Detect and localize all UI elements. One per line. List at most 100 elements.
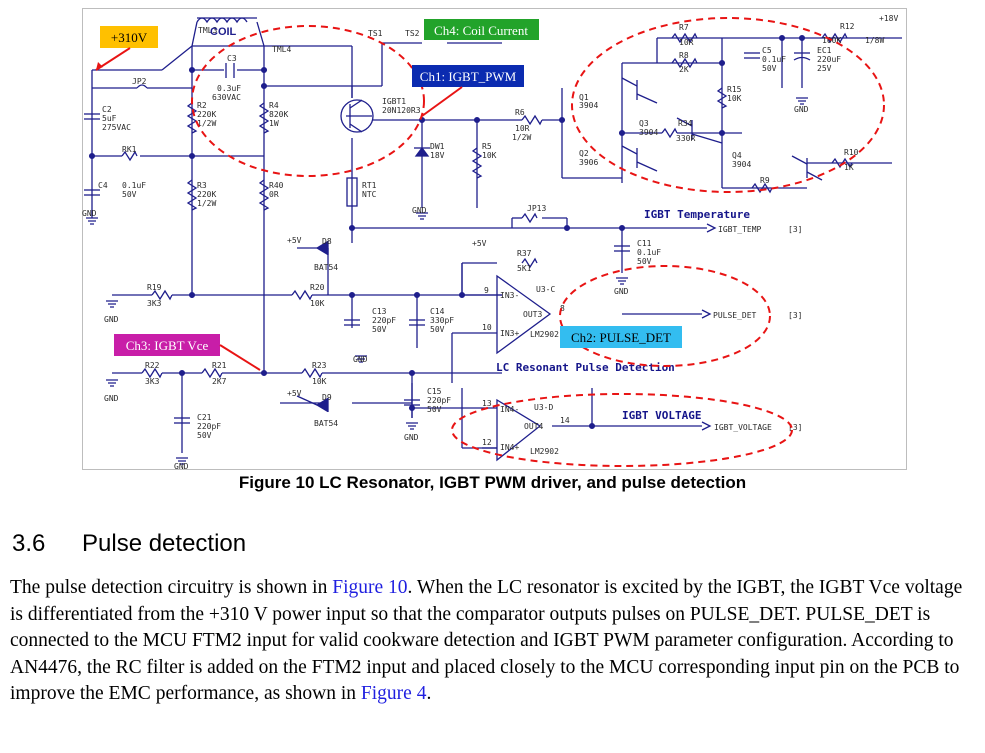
net-igbt-voltage: IGBT_VOLTAGE	[714, 423, 772, 432]
svg-text:GND: GND	[353, 355, 368, 364]
page-ref-igbt-temp: [3]	[788, 225, 802, 234]
svg-text:220pF: 220pF	[372, 316, 396, 325]
capacitors	[84, 52, 811, 424]
arrow-pulse-det	[701, 309, 712, 319]
svg-text:220uF: 220uF	[817, 55, 841, 64]
comparator-u3c	[496, 274, 552, 355]
svg-text:Q4: Q4	[732, 151, 742, 160]
svg-text:U3-D: U3-D	[534, 403, 553, 412]
svg-text:0.3uF: 0.3uF	[217, 84, 241, 93]
svg-text:R10: R10	[844, 148, 859, 157]
svg-text:10K: 10K	[312, 377, 327, 386]
svg-text:20N120R3: 20N120R3	[382, 106, 421, 115]
svg-text:820K: 820K	[269, 110, 288, 119]
svg-text:JP13: JP13	[527, 204, 546, 213]
svg-text:50V: 50V	[762, 64, 777, 73]
transistors	[621, 77, 823, 181]
svg-text:RT1: RT1	[362, 181, 377, 190]
callout-ch2: Ch2: PULSE_DET	[560, 326, 682, 348]
svg-text:GND: GND	[174, 462, 189, 470]
svg-text:14: 14	[560, 416, 570, 425]
svg-text:TML4: TML4	[272, 45, 291, 54]
svg-text:220K: 220K	[197, 110, 216, 119]
arrow-igbt-temp	[706, 223, 717, 233]
svg-text:10R: 10R	[679, 38, 694, 47]
svg-text:IN3+: IN3+	[500, 329, 519, 338]
resistors	[121, 32, 853, 379]
svg-text:1/2W: 1/2W	[197, 199, 216, 208]
svg-text:220K: 220K	[197, 190, 216, 199]
callout-ch3-arrow	[219, 344, 261, 371]
diode-d9-symbol	[315, 397, 328, 413]
svg-text:TML3: TML3	[198, 26, 217, 35]
net-pulse-det: PULSE_DET	[713, 311, 757, 320]
svg-text:50V: 50V	[372, 325, 387, 334]
svg-text:C5: C5	[762, 46, 772, 55]
title-lc-resonant-pulse: LC Resonant Pulse Detection	[496, 361, 675, 374]
svg-text:Ch1: IGBT_PWM: Ch1: IGBT_PWM	[420, 69, 517, 84]
svg-text:2K: 2K	[679, 65, 689, 74]
svg-text:0.1uF: 0.1uF	[122, 181, 146, 190]
ground-symbols	[86, 97, 808, 465]
svg-text:R4: R4	[269, 101, 279, 110]
svg-text:+5V: +5V	[287, 236, 302, 245]
svg-text:C2: C2	[102, 105, 112, 114]
junctions	[88, 34, 806, 430]
svg-text:GND: GND	[614, 287, 629, 296]
svg-text:3906: 3906	[579, 158, 598, 167]
svg-text:C21: C21	[197, 413, 212, 422]
svg-text:TS2: TS2	[405, 29, 420, 38]
figure-10-link[interactable]: Figure 10	[332, 577, 408, 598]
figure-4-link[interactable]: Figure 4	[360, 683, 427, 704]
section-number: 3.6	[12, 530, 46, 557]
svg-text:R23: R23	[312, 361, 327, 370]
svg-text:1K: 1K	[844, 163, 854, 172]
svg-text:R34: R34	[678, 119, 693, 128]
svg-text:3K3: 3K3	[147, 299, 162, 308]
svg-text:220pF: 220pF	[197, 422, 221, 431]
svg-text:10K: 10K	[482, 151, 497, 160]
svg-text:NTC: NTC	[362, 190, 377, 199]
ntc-symbol	[346, 177, 358, 207]
callout-ch3: Ch3: IGBT Vce	[114, 334, 220, 356]
svg-text:3904: 3904	[732, 160, 751, 169]
svg-text:330pF: 330pF	[430, 316, 454, 325]
igbt-symbol	[340, 99, 374, 133]
svg-text:GND: GND	[82, 209, 97, 218]
page-ref-igbt-voltage: [3]	[788, 423, 802, 432]
svg-text:10K: 10K	[310, 299, 325, 308]
svg-text:R37: R37	[517, 249, 532, 258]
svg-text:IGBT1: IGBT1	[382, 97, 406, 106]
svg-text:3904: 3904	[579, 101, 598, 110]
svg-text:GND: GND	[104, 315, 119, 324]
svg-text:1/8W: 1/8W	[865, 36, 884, 45]
svg-text:R3: R3	[197, 181, 207, 190]
coil-label: COIL	[210, 26, 237, 38]
svg-text:U3-C: U3-C	[536, 285, 555, 294]
svg-text:13: 13	[482, 399, 492, 408]
title-igbt-voltage: IGBT VOLTAGE	[622, 409, 701, 422]
svg-text:50V: 50V	[430, 325, 445, 334]
callout-ch1-arrow	[421, 86, 463, 117]
svg-text:Ch3: IGBT Vce: Ch3: IGBT Vce	[126, 338, 209, 353]
svg-text:8: 8	[560, 304, 565, 313]
svg-text:0.1uF: 0.1uF	[762, 55, 786, 64]
svg-text:R7: R7	[679, 23, 689, 32]
svg-text:TS1: TS1	[368, 29, 383, 38]
callout-v310: +310V	[100, 26, 158, 48]
svg-text:5uF: 5uF	[102, 114, 117, 123]
svg-text:C15: C15	[427, 387, 442, 396]
svg-text:C11: C11	[637, 239, 652, 248]
svg-text:GND: GND	[104, 394, 119, 403]
svg-text:GND: GND	[794, 105, 809, 114]
svg-text:Q2: Q2	[579, 149, 589, 158]
svg-text:R15: R15	[727, 85, 742, 94]
svg-text:EC1: EC1	[817, 46, 832, 55]
svg-text:OUT4: OUT4	[524, 422, 543, 431]
svg-text:GND: GND	[412, 206, 427, 215]
svg-text:R21: R21	[212, 361, 227, 370]
svg-text:9: 9	[484, 286, 489, 295]
svg-text:R2: R2	[197, 101, 207, 110]
svg-text:Ch2: PULSE_DET: Ch2: PULSE_DET	[571, 330, 671, 345]
